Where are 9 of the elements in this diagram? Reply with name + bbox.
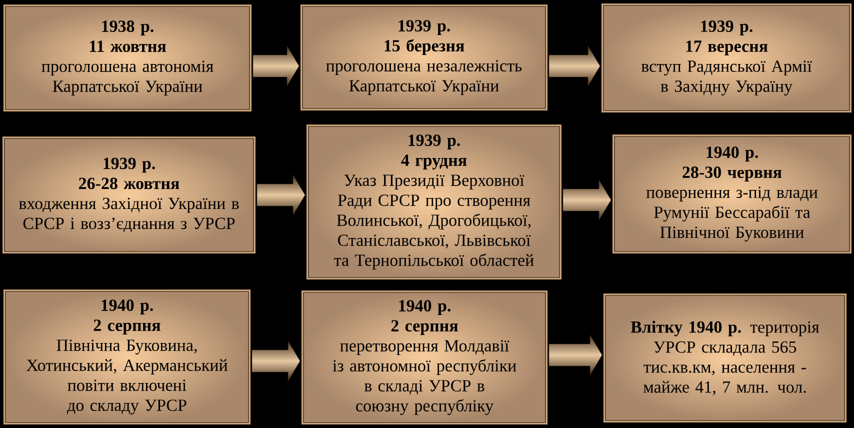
- event-box: Влітку 1940 р. територія УРСР складала 565 тис.кв.км, населення - майже 41, 7 млн. чол.: [603, 293, 847, 423]
- event-box: 1939 р. 15 березня проголошена незалежність Карпатської України: [300, 4, 548, 111]
- event-box: 1939 р. 17 вересня вступ Радянської Армії в Західну Україну: [601, 3, 852, 113]
- event-box: 1939 р. 4 грудня Указ Президії Верховної Ради СРСР про створення Волинської, Дрогобицької, Станіславської, Львівської та Тернопільської областей: [306, 124, 562, 280]
- event-box: 1940 р. 28-30 червня повернення з-під влади Румунії Бессарабії та Північної Буковини: [612, 134, 852, 254]
- event-box: 1940 р. 2 серпня перетворення Молдавії із автономної республіки в складі УРСР в союзну республіку: [301, 290, 548, 425]
- event-box: 1938 р. 11 жовтня проголошена автономія Карпатської України: [3, 4, 252, 112]
- event-box: 1939 р. 26-28 жовтня входження Західної України в СРСР і возз’єднання з УРСР: [2, 136, 256, 254]
- event-box: 1940 р. 2 серпня Північна Буковина, Хотинський, Акерманський повіти включені до складу УРСР: [3, 289, 251, 425]
